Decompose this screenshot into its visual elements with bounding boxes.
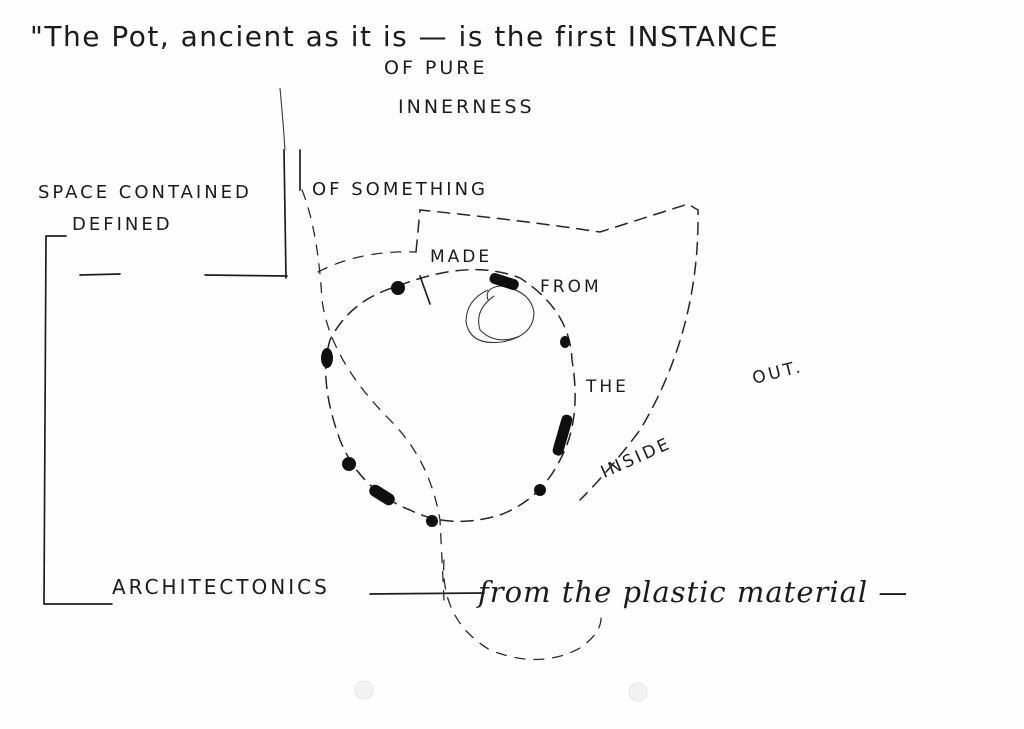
top-rim-arc [317, 251, 417, 273]
ink-mark-bottom-left [369, 484, 395, 506]
quote-line-3: INNERNESS [398, 96, 535, 118]
quote-line-2: OF PURE [384, 57, 488, 79]
quote-line-1: "The Pot, ancient as it is — is the firs… [30, 20, 779, 53]
label-of-something: OF SOMETHING [312, 179, 488, 200]
made-tick [419, 275, 431, 305]
label-made: MADE [430, 247, 492, 267]
inner-core-scribble-2 [478, 295, 521, 341]
ink-dot-3 [321, 348, 333, 368]
punch-hole-right [628, 682, 648, 702]
left-bracket [43, 235, 113, 605]
ink-dot-1 [391, 281, 405, 295]
label-divider-line [283, 149, 287, 279]
pot-body-circle [325, 268, 576, 523]
architectonics-arrow-line [369, 592, 485, 595]
short-rule [79, 273, 121, 276]
punch-hole-left [354, 680, 374, 700]
label-architectonics: ARCHITECTONICS [112, 575, 330, 599]
ink-mark-right [552, 414, 573, 456]
inner-flow-curve [301, 189, 445, 601]
ink-dot-6 [426, 515, 438, 527]
ink-dot-4 [342, 457, 356, 471]
inner-core-scribble [465, 285, 535, 344]
ink-mark-top [489, 272, 519, 291]
label-inside: INSIDE [598, 434, 675, 483]
label-the: THE [585, 377, 629, 397]
label-from: FROM [540, 277, 602, 297]
label-space-contained: SPACE CONTAINED [38, 182, 252, 203]
rule-to-divider [204, 274, 288, 277]
ink-dot-2 [560, 336, 570, 348]
outer-pot-outline [415, 203, 699, 501]
upper-divider-stroke [279, 87, 286, 151]
label-defined: DEFINED [72, 214, 173, 235]
label-out: OUT. [750, 357, 805, 389]
ink-dot-5 [534, 484, 546, 496]
label-from-plastic-material: from the plastic material — [476, 575, 908, 609]
lower-loop [443, 559, 602, 661]
